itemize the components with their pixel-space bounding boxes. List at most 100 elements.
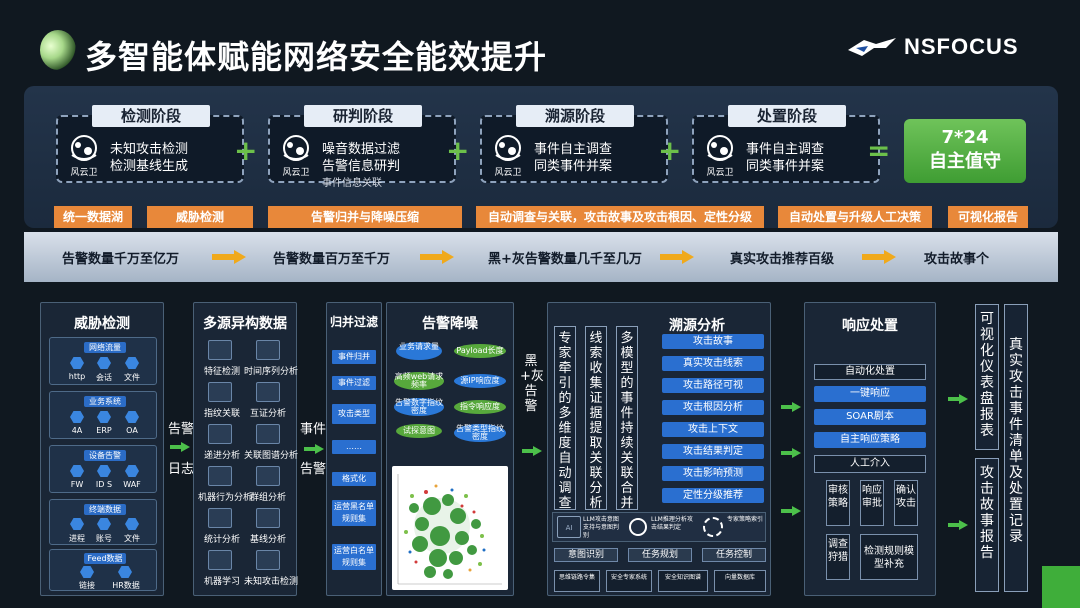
tag-visual-report: 可视化报告	[948, 206, 1028, 228]
merge-item: 攻击类型	[332, 404, 376, 424]
stage-line: 事件信息关联	[322, 178, 382, 189]
source-group: 终端数据 进程 账号 文件	[49, 499, 157, 545]
stage-desc: 噪音数据过滤 告警信息研判 事件信息关联	[322, 141, 400, 192]
feature-label: 专家策略索引	[727, 516, 764, 523]
response-item: 自动化处置	[814, 364, 926, 380]
node-icon	[97, 357, 111, 369]
node-icon	[97, 411, 111, 423]
machine-icon	[208, 466, 232, 486]
node-label: WAF	[123, 480, 141, 489]
cluster-plot	[392, 466, 508, 590]
stage-label: 溯源阶段	[516, 105, 634, 127]
arrow-right-icon	[522, 446, 542, 456]
analysis-label: 群组分析	[250, 493, 287, 503]
manual-item: 确认攻击	[894, 480, 918, 526]
corner-decoration	[1042, 566, 1080, 608]
plus-operator: +	[234, 134, 258, 167]
moon-decoration	[40, 30, 76, 70]
trace-item: 攻击影响预测	[662, 466, 764, 481]
intent-recognition: 意图识别	[554, 548, 618, 562]
trace-item: 攻击结果判定	[662, 444, 764, 459]
trace-item: 攻击根因分析	[662, 400, 764, 415]
node-icon	[125, 357, 139, 369]
panel-title: 威胁检测	[74, 316, 130, 332]
nsfocus-logo: NSFOCUS	[846, 34, 1019, 60]
stage-line: 同类事件并案	[534, 159, 613, 174]
stage-judge: 研判阶段 风云卫 噪音数据过滤 告警信息研判 事件信息关联	[268, 105, 456, 189]
equals-operator: =	[867, 134, 891, 167]
stage-line: 同类事件并案	[746, 159, 825, 174]
node-icon	[70, 357, 84, 369]
arrow-right-icon	[170, 442, 190, 452]
stage-trace: 溯源阶段 风云卫 事件自主调查 同类事件并案	[480, 105, 668, 183]
side-label-event: 事件	[300, 422, 327, 437]
group-icon	[256, 466, 280, 486]
manual-item: 响应审批	[860, 480, 884, 526]
arrow-right-icon	[660, 250, 694, 264]
threat-panel: 威胁检测 网络流量 http 会话 文件 业务系统 4A ERP OA 设备告警…	[40, 302, 164, 596]
stage-line: 噪音数据过滤	[322, 142, 401, 157]
trace-column: 线索收集证据提取关联分析	[585, 326, 607, 511]
response-item: 自主响应策略	[814, 432, 926, 448]
panel-title: 响应处置	[842, 318, 898, 334]
group-label: 终端数据	[84, 504, 126, 515]
stage-label: 处置阶段	[728, 105, 846, 127]
source-group: 网络流量 http 会话 文件	[49, 337, 157, 385]
stage-handle: 处置阶段 风云卫 事件自主调查 同类事件并案	[692, 105, 880, 183]
gear-icon	[703, 517, 723, 537]
manual-item: 检测规则模型补充	[860, 534, 918, 580]
fengyunwei-logo-icon: 风云卫	[700, 133, 740, 178]
trace-column: 专家牵引的多维度自动调查	[554, 326, 576, 511]
node-label: FW	[70, 480, 84, 489]
panel-title: 归并过滤	[329, 315, 378, 329]
feature-bubble: 指令响应度	[454, 400, 506, 414]
ml-icon	[208, 550, 232, 570]
analysis-label: 递进分析	[204, 451, 241, 461]
result-line2: 自主值守	[929, 151, 1001, 172]
brand-text: 风云卫	[494, 168, 522, 178]
node-label: 会话	[96, 373, 112, 382]
node-label: ERP	[96, 426, 112, 435]
trace-column: 多模型的事件持续关联合并	[616, 326, 638, 511]
ai-icon	[256, 550, 280, 570]
cycle-icon	[256, 382, 280, 402]
response-item: 人工介入	[814, 455, 926, 473]
feature-label: LLM推理分析攻击结果判定	[651, 516, 693, 531]
fengyunwei-logo-icon: 风云卫	[64, 133, 104, 178]
arrow-right-icon	[420, 250, 454, 264]
node-icon	[70, 518, 84, 530]
funnel-step: 黑+灰告警数量几千至几万	[488, 252, 642, 267]
tag-data-lake: 统一数据湖	[54, 206, 132, 228]
analysis-label: 关联图谱分析	[244, 451, 299, 461]
llm-feature-row: AI LLM攻击意图支持与意图判别 LLM推理分析攻击结果判定 专家策略索引	[552, 512, 766, 542]
logo-text: NSFOCUS	[904, 34, 1019, 59]
stage-line: 事件自主调查	[534, 142, 613, 157]
timeseries-icon	[256, 340, 280, 360]
analysis-label: 指纹关联	[204, 409, 241, 419]
analysis-label: 时间序列分析	[244, 367, 299, 377]
feature-bubble: 业务请求量	[396, 342, 442, 360]
node-label: HR数据	[112, 581, 140, 590]
result-box: 7*24 自主值守	[904, 119, 1026, 183]
knowledge-base: 向量数据库	[714, 570, 766, 592]
analysis-label: 互证分析	[250, 409, 287, 419]
node-label: 文件	[124, 373, 140, 382]
stage-line: 告警信息研判	[322, 159, 401, 174]
baseline-icon	[256, 508, 280, 528]
manual-item: 审核策略	[826, 480, 850, 526]
arrow-right-icon	[948, 520, 968, 530]
response-item: 一键响应	[814, 386, 926, 402]
analysis-label: 机器行为分析	[198, 493, 253, 503]
tag-auto-handle: 自动处置与升级人工决策	[778, 206, 932, 228]
tag-merge-denoise: 告警归并与降噪压缩	[268, 206, 462, 228]
graph-icon	[256, 424, 280, 444]
arrow-right-icon	[781, 506, 801, 516]
analysis-label: 机器学习	[204, 577, 241, 587]
feature-bubble: 试探意图	[396, 424, 442, 438]
panel-title: 多源异构数据	[203, 316, 287, 332]
stats-icon	[208, 508, 232, 528]
plus-operator: +	[446, 134, 470, 167]
trace-item: 真实攻击线索	[662, 356, 764, 371]
panel-title: 溯源分析	[669, 318, 725, 334]
node-label: http	[68, 372, 86, 381]
